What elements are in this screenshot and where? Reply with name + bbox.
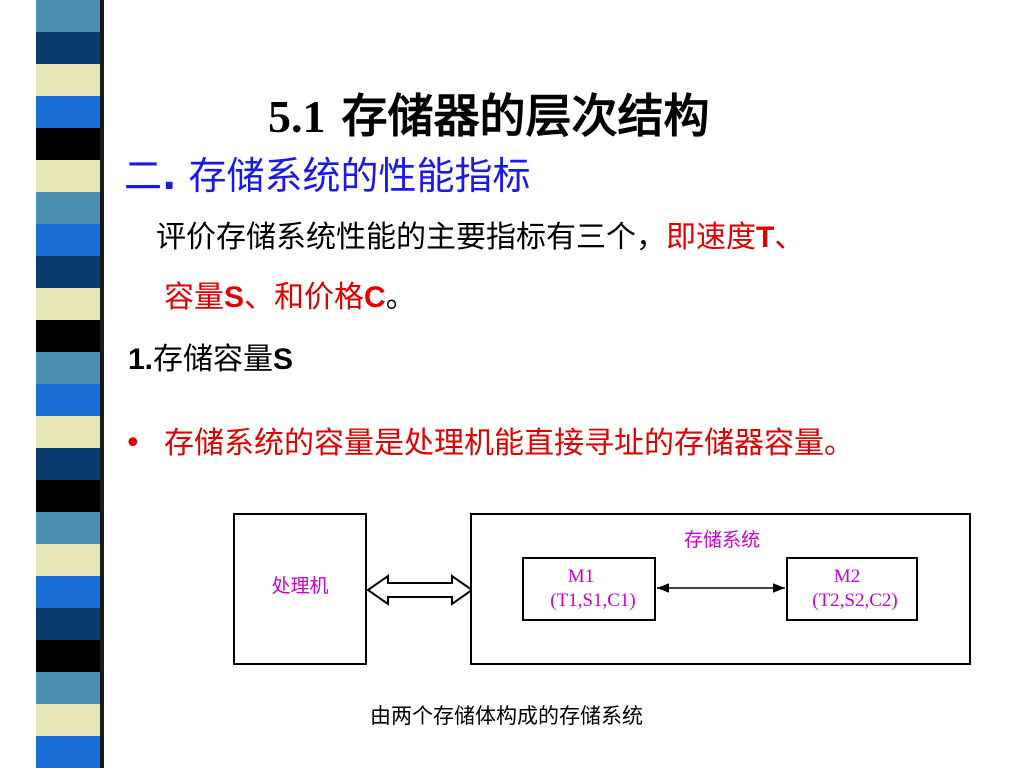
stripe-block	[36, 672, 100, 704]
bullet-item: • 存储系统的容量是处理机能直接寻址的存储器容量。	[124, 424, 1014, 464]
stripe-block	[36, 608, 100, 640]
stripe-block	[36, 736, 100, 768]
section-prefix: 二	[124, 154, 163, 198]
capacity-label: 容量	[164, 280, 224, 315]
m2-name: M2	[834, 566, 860, 587]
m2-params: (T2,S2,C2)	[812, 590, 898, 611]
stripe-block	[36, 352, 100, 384]
storage-system-label: 存储系统	[684, 529, 760, 551]
section-heading: 二. 存储系统的性能指标	[124, 152, 531, 200]
stripe-block	[36, 448, 100, 480]
stripe-block	[36, 0, 100, 32]
stripe-block	[36, 128, 100, 160]
stripe-block	[36, 512, 100, 544]
stripe-block	[36, 384, 100, 416]
processor-label: 处理机	[271, 575, 328, 597]
stripe-block	[36, 320, 100, 352]
intro-line-1: 评价存储系统性能的主要指标有三个，即速度T、	[156, 218, 804, 258]
stripe-block	[36, 416, 100, 448]
slide-title: 5.1 存储器的层次结构	[268, 88, 710, 145]
stripe-block	[36, 224, 100, 256]
stripe-block	[36, 32, 100, 64]
m1-box	[522, 557, 656, 621]
title-number: 5.1	[268, 91, 326, 142]
m1-params: (T1,S1,C1)	[550, 590, 636, 611]
period: 。	[385, 280, 416, 315]
intro-text: 评价存储系统性能的主要指标有三个，	[156, 220, 666, 255]
stripe-block	[36, 96, 100, 128]
separator: 、	[774, 220, 805, 255]
stripe-block	[36, 192, 100, 224]
stripe-block	[36, 64, 100, 96]
stripe-edge	[100, 0, 104, 768]
subheading-letter: S	[273, 343, 294, 376]
memory-system-diagram: 处理机 存储系统 M1 (T1,S1,C1) M2 (T2,S2,C2)	[233, 513, 971, 665]
m2-box	[786, 557, 918, 621]
stripe-block	[36, 544, 100, 576]
section-text: 存储系统的性能指标	[188, 154, 531, 198]
price-label: 、和价格	[244, 280, 365, 315]
capacity-symbol: S	[224, 281, 245, 314]
title-text: 存储器的层次结构	[341, 89, 710, 143]
stripe-block	[36, 288, 100, 320]
speed-label: 即速度	[666, 220, 756, 255]
subheading-number: 1.	[128, 343, 154, 376]
bullet-mark: •	[124, 426, 142, 461]
processor-box	[233, 513, 367, 665]
stripe-block	[36, 256, 100, 288]
stripe-block	[36, 704, 100, 736]
stripe-block	[36, 160, 100, 192]
speed-symbol: T	[756, 221, 775, 254]
stripe-block	[36, 480, 100, 512]
subheading-text: 存储容量	[153, 342, 274, 377]
subheading-capacity: 1.存储容量S	[128, 340, 293, 380]
intro-line-2: 容量S、和价格C。	[164, 278, 416, 318]
decorative-stripe	[36, 0, 100, 768]
bus-arrow	[366, 574, 474, 606]
price-symbol: C	[364, 281, 386, 314]
bullet-text: 存储系统的容量是处理机能直接寻址的存储器容量。	[164, 426, 854, 461]
diagram-caption: 由两个存储体构成的存储系统	[370, 704, 643, 728]
stripe-block	[36, 640, 100, 672]
stripe-block	[36, 576, 100, 608]
m1-name: M1	[568, 566, 594, 587]
section-dot: .	[162, 154, 177, 198]
